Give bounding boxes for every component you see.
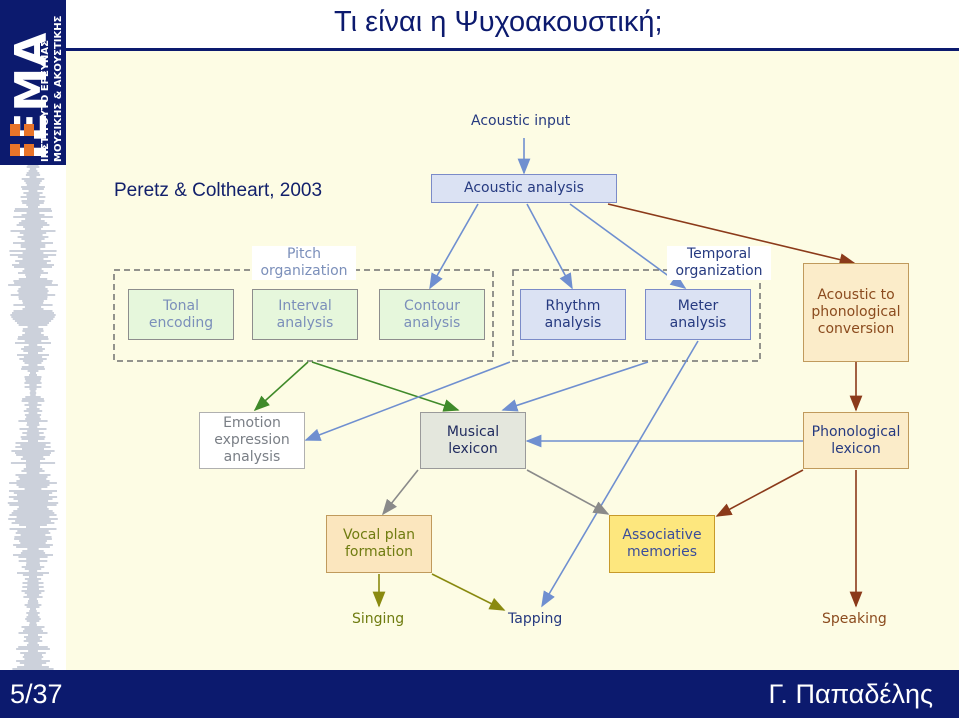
logo-mark-icon [10,124,34,156]
meter-analysis-line-2: analysis [669,314,727,331]
arrow-analysis-to-meter [569,203,687,289]
emotion-line-3: analysis [223,449,281,465]
arrow-temporal-to-emotion [304,361,511,441]
rhythm-analysis-line-1: Rhythm [545,297,601,314]
slide-title: Τι είναι η Ψυχοακουστική; [334,6,663,38]
sidebar: IEMA ΙΝΣΤΙΤΟΥΤΟ ΕΡΕΥΝΑΣ ΜΟΥΣΙΚΗΣ & ΑΚΟΥΣ… [0,0,66,670]
temporal-organization-line-2: organization [675,263,763,279]
iema-logo: IEMA ΙΝΣΤΙΤΟΥΤΟ ΕΡΕΥΝΑΣ ΜΟΥΣΙΚΗΣ & ΑΚΟΥΣ… [0,0,66,165]
arrow-vocal-to-tapping [431,573,506,611]
meter-analysis-line-1: Meter [677,297,719,314]
singing-output: Singing [352,611,405,627]
contour-analysis-line-2: analysis [403,314,461,331]
arrow-phon-to-associative [715,469,804,517]
arrow-pitch-to-emotion [253,361,309,412]
emotion-line-1: Emotion [223,415,281,431]
author-name: Γ. Παπαδέλης [768,679,933,709]
arrow-analysis-to-phonological [607,203,856,266]
rhythm-analysis-line-2: analysis [544,314,602,331]
phon-lexicon-line-1: Phonological [811,423,901,440]
arrow-meter-to-tapping [541,340,699,608]
acoustic-input-label: Acoustic input [471,113,571,129]
tonal-encoding-line-2: encoding [148,314,214,331]
pitch-module-frame [113,269,494,362]
contour-analysis-line-1: Contour [404,297,460,314]
acoustic-phon-line-3: conversion [817,321,895,337]
acoustic-analysis-label: Acoustic analysis [464,180,584,196]
citation: Peretz & Coltheart, 2003 [114,180,323,201]
interval-analysis-line-1: Interval [278,297,332,314]
musical-lexicon-line-1: Musical [446,423,500,440]
arrow-temporal-to-lexicon [501,361,649,412]
waveform-path [7,165,59,670]
slide-header: Τι είναι η Ψυχοακουστική; [66,0,959,48]
arrow-analysis-to-contour [429,203,479,290]
slide-footer [0,670,959,718]
pitch-organization-line-1: Pitch [286,246,322,262]
temporal-organization-tag: Temporal organization [667,246,771,280]
temporal-module-frame [512,269,761,362]
musical-lexicon-line-2: lexicon [448,440,498,457]
phon-lexicon-line-2: lexicon [831,440,881,457]
arrow-lexicon-to-associative [526,469,610,515]
speaking-output: Speaking [822,611,887,627]
acoustic-analysis-box: Acoustic analysis [431,174,617,203]
vocal-plan-line-2: formation [344,544,414,560]
emotion-line-2: expression [214,432,290,448]
arrow-analysis-to-rhythm [526,203,573,290]
waveform-decoration [7,165,59,670]
acoustic-phon-line-1: Acoustic to [817,287,895,303]
interval-analysis-line-2: analysis [276,314,334,331]
acoustic-phon-line-2: phonological [811,304,901,320]
associative-line-1: Associative [622,527,702,543]
arrow-lexicon-to-vocal [382,469,419,516]
pitch-organization-tag: Pitch organization [252,246,356,280]
pitch-organization-line-2: organization [260,263,348,279]
page-number: 5/37 [10,679,63,709]
temporal-organization-line-1: Temporal [686,246,752,262]
vocal-plan-line-1: Vocal plan [343,527,415,543]
tonal-encoding-line-1: Tonal [162,297,200,314]
header-divider [66,48,959,51]
associative-line-2: memories [626,544,697,560]
tapping-output: Tapping [508,611,563,627]
arrow-pitch-to-lexicon [311,361,460,412]
